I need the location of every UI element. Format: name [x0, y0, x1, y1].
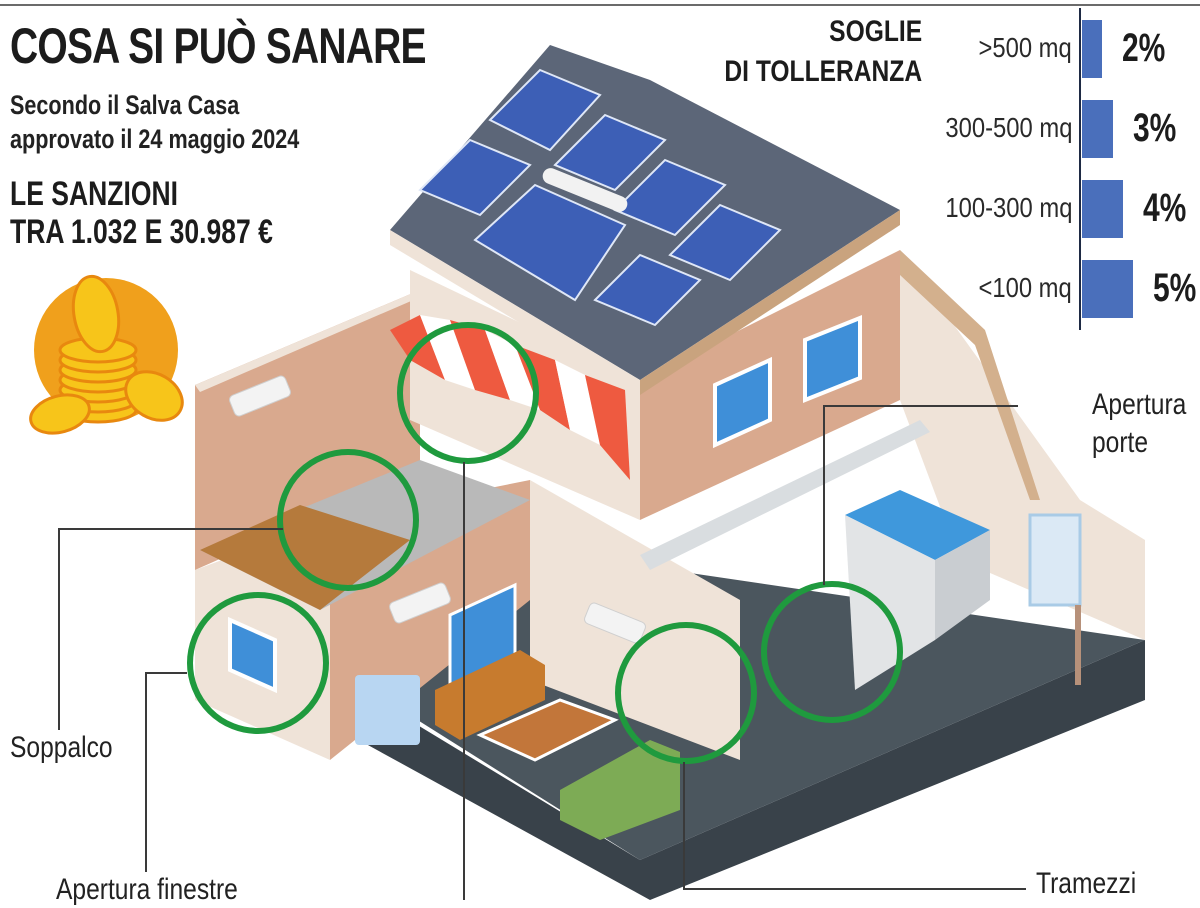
bar-value-label: 5% [1153, 266, 1197, 310]
subtitle-line-2: approvato il 24 maggio 2024 [10, 124, 300, 154]
leader-soppalco [58, 528, 283, 530]
callout-apertura-porte-line-1: Apertura [1092, 388, 1187, 421]
highlight-circle-awning [397, 322, 539, 464]
bar-row: <100 mq 5% [0, 260, 1200, 318]
bar [1082, 260, 1133, 318]
leader-finestre [145, 672, 187, 674]
sanctions-range: TRA 1.032 E 30.987 € [10, 213, 273, 251]
leader-tramezzi-v [683, 762, 685, 888]
bar-category-label: 300-500 mq [944, 112, 1072, 143]
chart-title-line-1: SOGLIE [829, 15, 922, 48]
leader-tramezzi [683, 888, 1026, 890]
bar-category-label: <100 mq [978, 272, 1072, 303]
leader-finestre-v [145, 672, 147, 872]
sanctions-title: LE SANZIONI [10, 175, 178, 213]
bar-value-label: 4% [1143, 186, 1187, 230]
callout-apertura-porte-line-2: porte [1092, 426, 1149, 459]
bar-row: 300-500 mq 3% [0, 100, 1200, 158]
leader-awning-v [463, 462, 465, 900]
bar [1082, 20, 1102, 78]
subtitle: Secondo il Salva Casa approvato il 24 ma… [10, 88, 299, 156]
top-rule [0, 4, 1200, 6]
highlight-circle-mezzanine [277, 449, 419, 591]
bar-category-label: 100-300 mq [944, 192, 1072, 223]
chart-axis [1079, 8, 1081, 330]
bar-row: >500 mq 2% [0, 20, 1200, 78]
callout-soppalco: Soppalco [10, 731, 113, 764]
leader-porte [823, 405, 1018, 407]
chart-title-line-2: DI TOLLERANZA [724, 55, 922, 88]
highlight-circle-window [187, 592, 329, 734]
subtitle-line-1: Secondo il Salva Casa [10, 90, 240, 120]
callout-apertura-finestre: Apertura finestre [56, 873, 238, 906]
callout-tramezzi: Tramezzi [1036, 867, 1137, 900]
leader-soppalco-v [58, 528, 60, 730]
bar-value-label: 2% [1122, 26, 1166, 70]
coins-stack-icon [29, 274, 184, 435]
bar-value-label: 3% [1133, 106, 1177, 150]
bar-category-label: >500 mq [978, 32, 1072, 63]
chart-title: SOGLIE DI TOLLERANZA [724, 12, 922, 92]
bar [1082, 180, 1123, 238]
leader-porte-v [823, 405, 825, 585]
page-title: COSA SI PUÒ SANARE [10, 18, 427, 74]
bar [1082, 100, 1113, 158]
highlight-circle-door [761, 581, 903, 723]
highlight-circle-partition [615, 622, 757, 764]
bar-row: 100-300 mq 4% [0, 180, 1200, 238]
callout-apertura-porte: Apertura porte [1092, 386, 1186, 462]
